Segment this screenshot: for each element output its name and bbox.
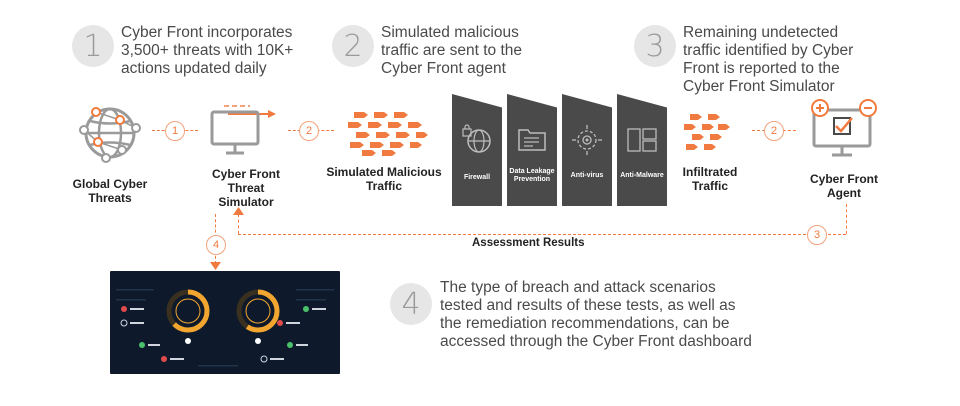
step-1-circle: 1 [72, 25, 114, 67]
simulator-label: Cyber Front Threat Simulator [211, 167, 280, 209]
step-1-text: Cyber Front incorporates 3,500+ threats … [121, 24, 294, 77]
dashboard-screenshot [110, 271, 340, 374]
antimalware-label: Anti-Malware [620, 172, 664, 179]
step-3-circle: 3 [634, 25, 676, 67]
feedback-line-simulator-up [238, 214, 239, 234]
arrow-2-badge: 2 [299, 121, 319, 141]
malicious-traffic-arrows-icon [348, 112, 428, 156]
step-4-circle: 4 [390, 283, 432, 325]
feedback-arrowhead-icon [233, 207, 244, 215]
step-3-text: Remaining undetected traffic identified … [683, 24, 854, 95]
firewall-label: Firewall [463, 174, 491, 181]
firewall-panel [452, 94, 502, 206]
folder-document-icon [518, 129, 546, 151]
antivirus-panel [562, 94, 612, 206]
malicious-traffic-label: Simulated Malicious Traffic [326, 165, 442, 193]
arrow-2b-badge: 2 [764, 121, 784, 141]
arrow-4-badge: 4 [206, 235, 226, 255]
step-2-text: Simulated malicious traffic are sent to … [381, 24, 523, 77]
monitor-agent-icon [811, 99, 877, 157]
global-threats-label: Global Cyber Threats [72, 177, 148, 205]
step-4-text: The type of breach and attack scenarios … [440, 279, 752, 350]
antivirus-label: Anti-virus [570, 172, 604, 179]
feedback-line-agent-down [846, 204, 847, 234]
monitor-simulator-icon [210, 105, 276, 155]
antimalware-grid-icon [627, 128, 657, 152]
arrow-1-badge: 1 [165, 121, 185, 141]
infiltrated-traffic-arrows-icon [684, 114, 730, 150]
dashboard-visual [116, 289, 334, 367]
feedback-line-horizontal [238, 234, 846, 235]
arrow-3-badge: 3 [807, 225, 827, 245]
step-2-circle: 2 [332, 25, 374, 67]
firewall-icon [462, 124, 491, 153]
agent-label: Cyber Front Agent [809, 172, 878, 200]
assessment-results-label: Assessment Results [472, 237, 585, 249]
dashboard-arrowhead-icon [210, 262, 221, 270]
antimalware-panel [617, 94, 667, 206]
dlp-label: Data Leakage Prevention [509, 168, 555, 183]
globe-network-icon [79, 107, 141, 163]
infiltrated-traffic-label: Infiltrated Traffic [682, 165, 738, 193]
antivirus-target-icon [572, 125, 602, 155]
